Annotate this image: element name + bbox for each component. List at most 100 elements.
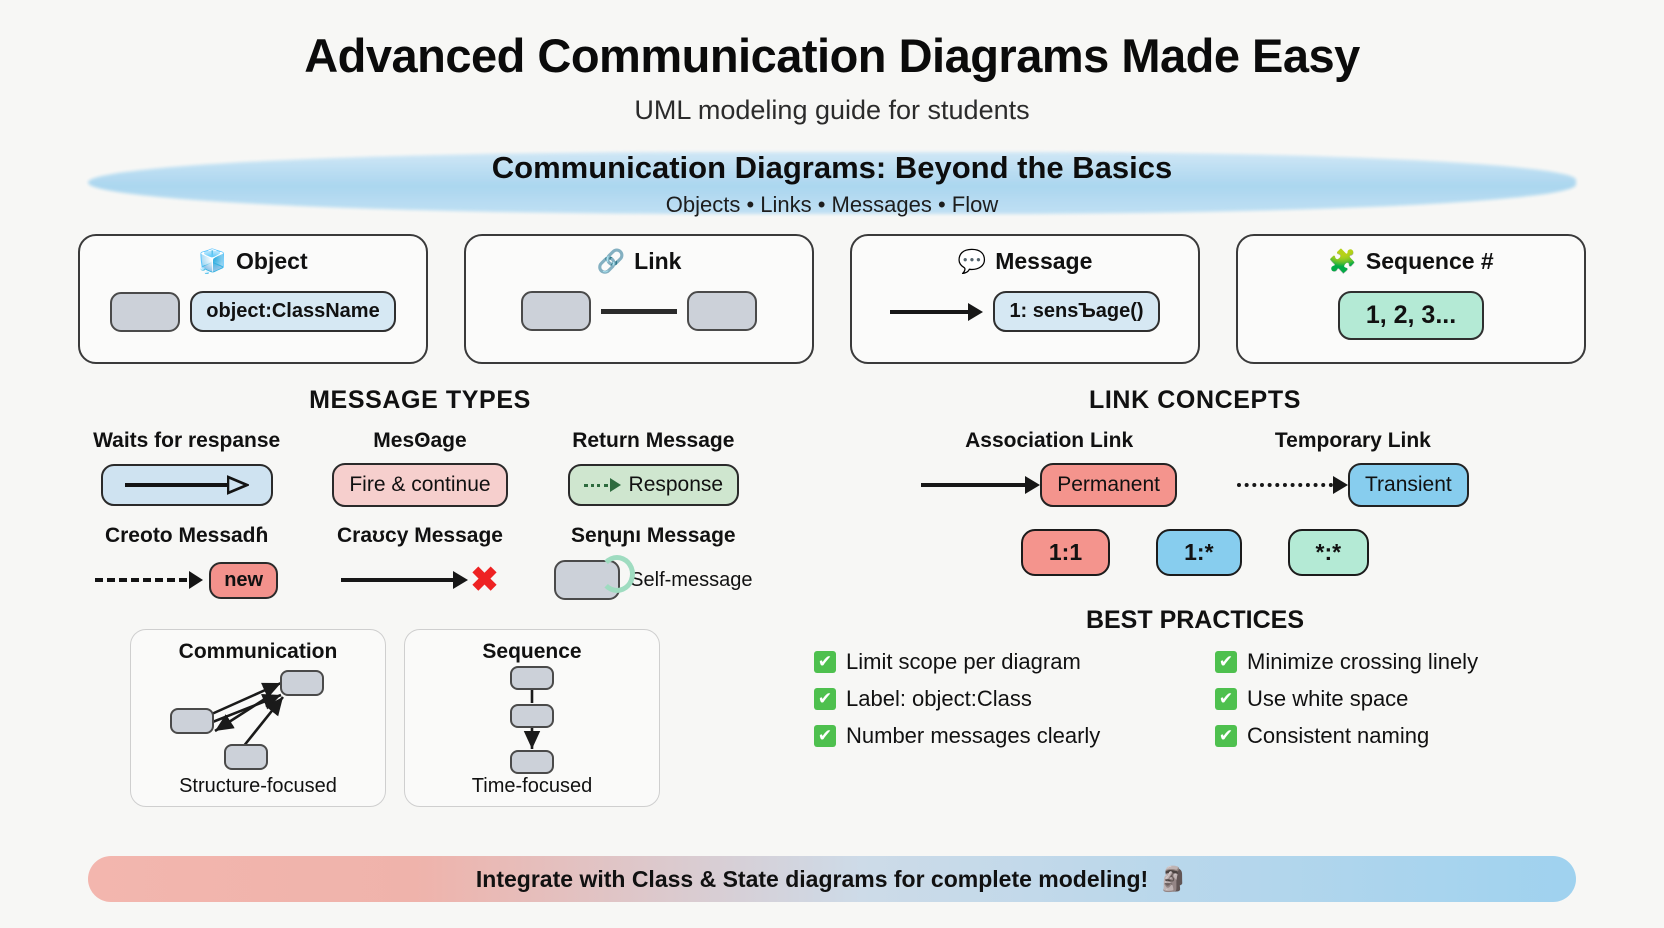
- link-concept-label: Association Link: [965, 429, 1134, 452]
- node-graph-diagram: [131, 664, 385, 775]
- best-practice-label: Label: object:Class: [846, 686, 1032, 711]
- destroy-arrow-icon: [341, 571, 469, 589]
- best-practice-item: ✔ Consistent naming: [1215, 723, 1594, 749]
- best-practice-label: Consistent naming: [1247, 723, 1430, 748]
- message-type-label: Seɳuɲı Message: [571, 524, 736, 547]
- dotted-arrow-icon: [583, 478, 621, 492]
- new-object-pill: new: [209, 561, 279, 599]
- self-loop-arrow-icon: [599, 555, 636, 593]
- message-type-synchronous[interactable]: Waits for respanse: [70, 429, 303, 508]
- fire-and-continue-pill: Fire & continue: [332, 463, 508, 507]
- concept-card-title: Sequence #: [1365, 248, 1494, 274]
- concept-card-body: 1: sensЪage(): [852, 291, 1198, 332]
- page-subtitle: UML modeling guide for students: [634, 95, 1030, 125]
- cube-icon: 🧊: [198, 248, 228, 274]
- concept-card-link[interactable]: 🔗 Link: [464, 234, 814, 364]
- comparison-card-caption: Time-focused: [471, 775, 593, 797]
- multiplicity-one-to-many[interactable]: 1:*: [1156, 529, 1242, 576]
- best-practice-label: Use white space: [1247, 686, 1409, 711]
- concept-card-header: 🧩 Sequence #: [1328, 248, 1493, 275]
- object-box-shape: [110, 291, 181, 332]
- link-concepts-title: LINK CONCEPTS: [1089, 386, 1301, 414]
- mid-section: MESSAGE TYPES Waits for respanse Mesʘage: [0, 364, 1664, 807]
- concept-card-header: 🔗 Link: [597, 248, 682, 275]
- multiplicity-row: 1:1 1:* *:*: [796, 529, 1594, 576]
- check-icon: ✔: [1215, 651, 1237, 673]
- comparison-cards-row: Communication: [70, 629, 770, 807]
- message-types-title: MESSAGE TYPES: [309, 386, 531, 414]
- best-practices-grid: ✔ Limit scope per diagram ✔ Minimize cro…: [796, 649, 1594, 749]
- link-concept-label: Temporary Link: [1274, 429, 1431, 452]
- link-connector-line: [601, 308, 677, 314]
- check-icon: ✔: [1215, 725, 1237, 747]
- best-practice-item: ✔ Number messages clearly: [814, 723, 1193, 749]
- link-concepts-column: LINK CONCEPTS Association Link Permanent…: [770, 386, 1594, 807]
- multiplicity-many-to-many[interactable]: *:*: [1287, 529, 1370, 576]
- dashed-arrow-icon: [95, 571, 204, 589]
- concept-card-sequence[interactable]: 🧩 Sequence # 1, 2, 3...: [1236, 234, 1586, 364]
- message-type-self[interactable]: Seɳuɲı Message Self-message: [537, 524, 770, 603]
- multiplicity-one-to-one[interactable]: 1:1: [1020, 529, 1111, 576]
- banner: Communication Diagrams: Beyond the Basic…: [0, 144, 1664, 222]
- concept-card-object[interactable]: 🧊 Object object:ClassName: [78, 234, 428, 364]
- check-icon: ✔: [1215, 688, 1237, 710]
- chain-link-icon: 🔗: [596, 248, 626, 274]
- puzzle-icon: 🧩: [1328, 248, 1357, 274]
- message-type-label: Return Message: [572, 429, 735, 452]
- link-concepts-row: Association Link Permanent Temporary Lin…: [796, 429, 1594, 507]
- hollow-arrow-icon: [124, 475, 249, 495]
- concept-card-header: 🧊 Object: [198, 248, 307, 275]
- comparison-card-title: Communication: [178, 640, 338, 663]
- concept-card-body: 1, 2, 3...: [1238, 291, 1584, 340]
- message-type-label: Mesʘage: [373, 429, 467, 452]
- best-practice-item: ✔ Minimize crossing linely: [1215, 649, 1594, 675]
- concept-card-message[interactable]: 💬 Message 1: sensЪage(): [850, 234, 1200, 364]
- response-label: Response: [628, 473, 724, 496]
- synchronous-arrow-pill: [100, 464, 273, 506]
- comparison-card-communication[interactable]: Communication: [130, 629, 386, 807]
- self-message-label: Self-message: [630, 568, 753, 591]
- page-title: Advanced Communication Diagrams Made Eas…: [304, 29, 1360, 82]
- comparison-card-caption: Structure-focused: [179, 775, 337, 797]
- best-practice-label: Limit scope per diagram: [846, 649, 1081, 674]
- message-arrow-icon: [890, 302, 984, 321]
- message-type-create[interactable]: Creoto Messadɦ new: [70, 524, 303, 603]
- message-types-column: MESSAGE TYPES Waits for respanse Mesʘage: [70, 386, 770, 807]
- check-icon: ✔: [814, 651, 836, 673]
- object-name-pill: object:ClassName: [190, 291, 396, 332]
- brush-stroke-decoration: [88, 152, 1576, 214]
- best-practices-title: BEST PRACTICES: [1085, 606, 1305, 634]
- link-box-left: [521, 291, 591, 331]
- permanent-pill: Permanent: [1040, 463, 1177, 507]
- link-concept-association[interactable]: Association Link Permanent: [921, 429, 1177, 507]
- self-message-box: [554, 555, 636, 600]
- check-icon: ✔: [814, 688, 836, 710]
- comparison-card-sequence[interactable]: Sequence Time-: [404, 629, 660, 807]
- concept-card-title: Object: [236, 248, 308, 274]
- best-practice-label: Minimize crossing linely: [1247, 649, 1479, 674]
- link-concept-temporary[interactable]: Temporary Link Transient: [1236, 429, 1469, 507]
- dotted-line-icon: [1236, 483, 1333, 487]
- message-types-grid: Waits for respanse Mesʘage Fire & contin…: [70, 429, 770, 603]
- red-x-icon: ✖: [470, 561, 499, 599]
- best-practice-item: ✔ Limit scope per diagram: [814, 649, 1193, 675]
- check-icon: ✔: [814, 725, 836, 747]
- footer-text: Integrate with Class & State diagrams fo…: [475, 865, 1149, 892]
- message-type-asynchronous[interactable]: Mesʘage Fire & continue: [303, 429, 536, 508]
- concept-card-header: 💬 Message: [958, 248, 1093, 275]
- concept-card-title: Link: [634, 248, 682, 274]
- message-type-destroy[interactable]: Craʊcy Message ✖: [303, 524, 536, 603]
- vertical-chain-diagram: [405, 664, 659, 775]
- transient-pill: Transient: [1347, 463, 1469, 507]
- sequence-numbers-pill: 1, 2, 3...: [1337, 291, 1485, 340]
- banner-title: Communication Diagrams: Beyond the Basic…: [491, 150, 1173, 185]
- solid-arrow-icon: [921, 476, 1041, 494]
- response-pill: Response: [567, 464, 740, 506]
- message-type-return[interactable]: Return Message Response: [537, 429, 770, 508]
- dotted-arrow-head-icon: [1332, 476, 1348, 494]
- concept-cards-row: 🧊 Object object:ClassName 🔗 Link 💬 Messa…: [0, 222, 1664, 364]
- concept-card-title: Message: [995, 248, 1093, 274]
- message-type-label: Waits for respanse: [93, 429, 281, 452]
- comparison-card-title: Sequence: [482, 640, 582, 663]
- best-practice-label: Number messages clearly: [846, 723, 1101, 748]
